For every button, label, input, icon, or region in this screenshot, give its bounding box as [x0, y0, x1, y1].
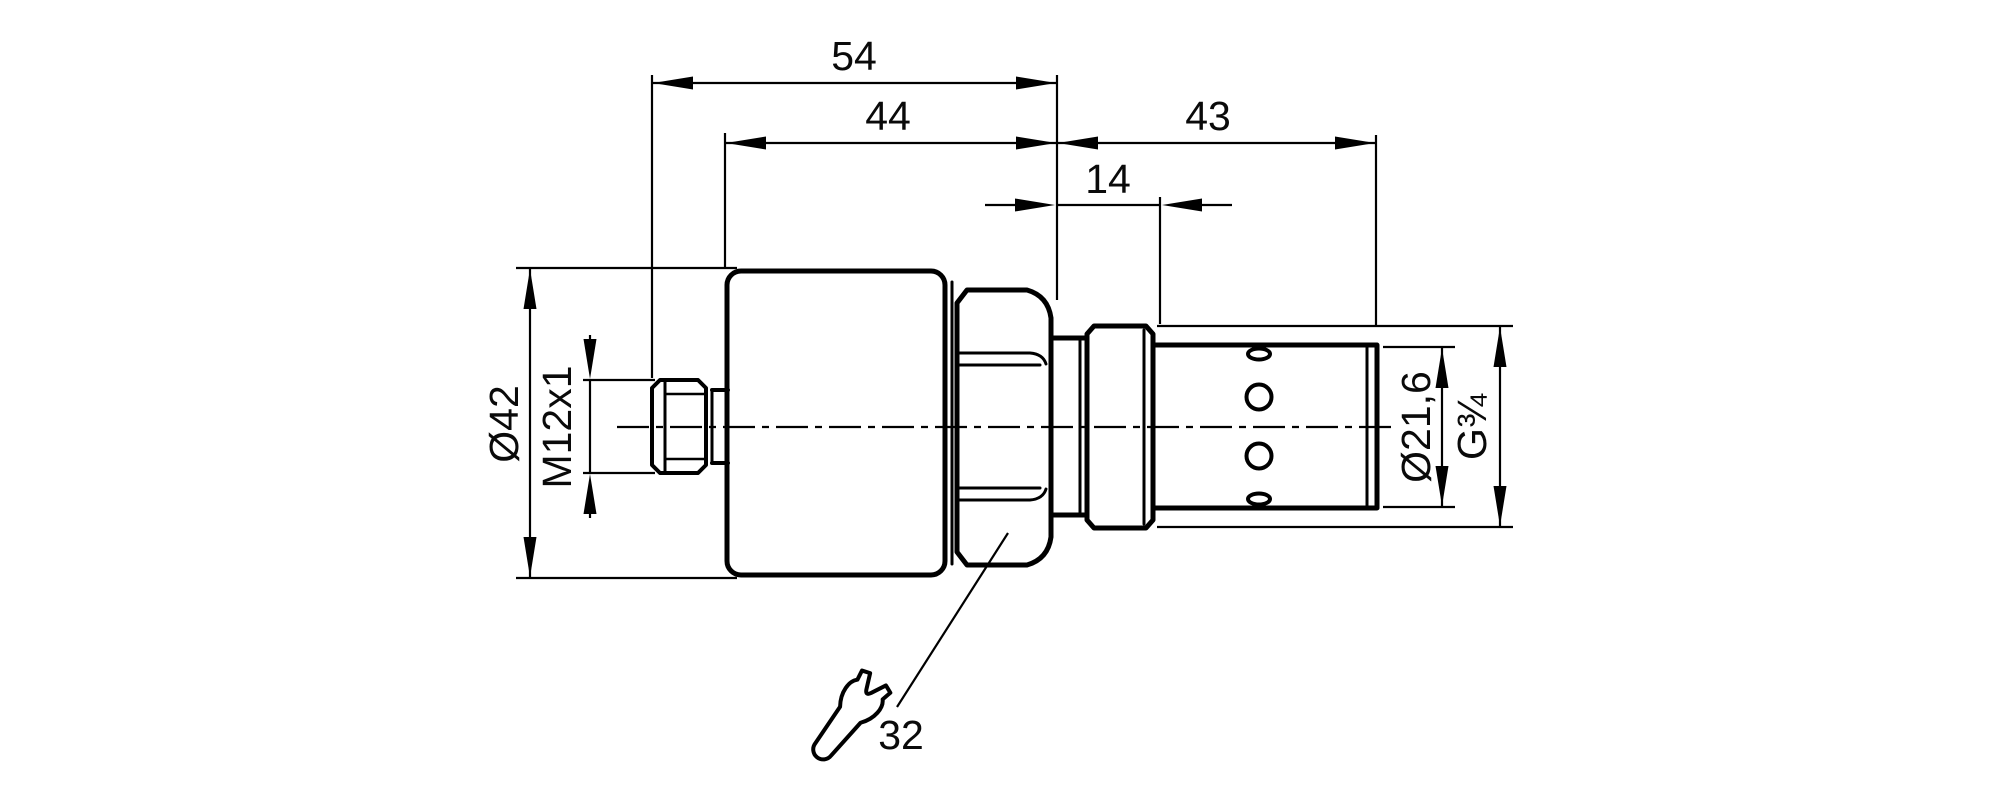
part-outline — [650, 268, 1380, 578]
dim-label-44: 44 — [865, 93, 911, 139]
dim-thread-diameter-21-6: Ø21,6 — [1383, 345, 1455, 509]
dim-label-m12x1: M12x1 — [534, 365, 580, 488]
dim-collar-length-14: 14 — [985, 156, 1232, 324]
dim-connector-thread-m12x1: M12x1 — [534, 335, 655, 518]
dim-housing-diameter-42: Ø42 — [481, 266, 737, 580]
dim-label-43: 43 — [1185, 93, 1231, 139]
dim-label-diameter-21-6: Ø21,6 — [1393, 371, 1439, 483]
m12-connector — [650, 378, 730, 475]
collar — [1084, 323, 1156, 531]
dim-label-54: 54 — [831, 33, 877, 79]
hex-nut — [954, 287, 1054, 568]
leader-line — [896, 532, 1009, 708]
threaded-stem — [1150, 342, 1380, 511]
dim-label-g34: G¾ — [1449, 393, 1495, 460]
dim-label-wrench-32: 32 — [878, 712, 924, 758]
dim-process-end-43: 43 — [1057, 93, 1378, 326]
dim-process-thread-g34: G¾ — [1157, 324, 1513, 529]
dim-housing-length-44: 44 — [723, 93, 1057, 268]
vent-holes — [1244, 346, 1274, 507]
wrench-size-callout: 32 — [811, 532, 1009, 762]
dim-label-diameter-42: Ø42 — [481, 385, 527, 463]
main-housing — [724, 268, 954, 578]
dim-total-length-54: 54 — [650, 33, 1059, 378]
wrench-icon — [811, 668, 893, 762]
dim-label-14: 14 — [1085, 156, 1131, 202]
thread-neck — [1050, 335, 1090, 518]
